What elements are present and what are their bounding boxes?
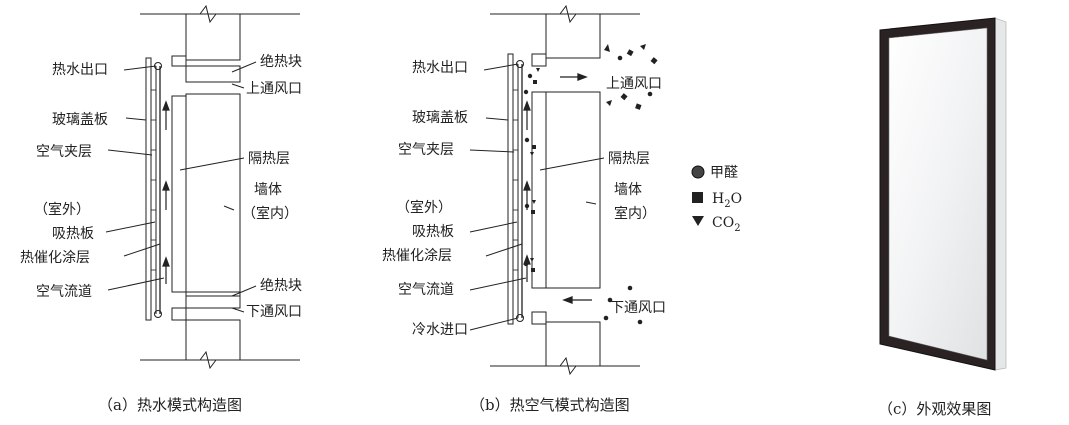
panel-b-insulation-layer [531, 91, 547, 289]
co2-symbol [692, 216, 704, 226]
panel-b-label-insulation-layer: 隔热层 [608, 151, 650, 167]
panel-b-label-cold-water-inlet: 冷水进口 [412, 322, 468, 338]
panel-b-caption: （b）热空气模式构造图 [470, 396, 630, 414]
panel-a-insulation-block-bottom [185, 291, 241, 309]
panel-b-label-upper-vent: 上通风口 [606, 76, 662, 92]
panel-a-label-indoor: （室内） [242, 205, 298, 222]
panel-a-label-catalytic-coating: 热催化涂层 [20, 250, 90, 266]
panel-a-label-insulation-block-bottom: 绝热块 [260, 278, 302, 294]
panel-a-label-hot-water-outlet: 热水出口 [52, 62, 108, 78]
panel-a-label-outdoor: （室外） [34, 201, 90, 218]
panel-a-label-wall: 墙体 [254, 182, 282, 198]
panel-c-appearance: （c）外观效果图 [878, 17, 1007, 418]
legend-h2o: H2O [712, 191, 742, 210]
panel-b-label-lower-vent: 下通风口 [610, 300, 666, 316]
panel-a-diagram: 热水出口 玻璃盖板 空气夹层 （室外） 吸热板 热催化涂层 空气流道 绝热块 上… [20, 4, 302, 414]
panel-a-caption: （a）热水模式构造图 [98, 396, 242, 414]
legend-co2: CO2 [712, 215, 741, 234]
panel-b-diagram: 热水出口 玻璃盖板 空气夹层 （室外） 吸热板 热催化涂层 空气流道 冷水进口 … [382, 4, 666, 414]
panel-b-glass-cover [507, 53, 514, 325]
panel-a-label-upper-vent: 上通风口 [246, 81, 302, 97]
panel-b-wall [545, 4, 601, 376]
panel-c-glass [888, 27, 988, 361]
panel-b-label-wall: 墙体 [614, 182, 642, 198]
panel-a-label-insulation-block-top: 绝热块 [260, 54, 302, 70]
panel-a-label-air-channel: 空气流道 [36, 284, 92, 300]
panel-c-caption: （c）外观效果图 [878, 400, 991, 418]
legend-formaldehyde: 甲醛 [710, 165, 738, 181]
panel-a-label-insulation-layer: 隔热层 [248, 151, 290, 167]
panel-b-label-air-channel: 空气流道 [398, 282, 454, 298]
panel-b-label-outdoor: （室外） [396, 199, 452, 216]
panel-b-label-absorber-plate: 吸热板 [412, 224, 454, 240]
panel-a-label-air-interlayer: 空气夹层 [36, 144, 92, 160]
panel-a-wall [185, 4, 241, 370]
panel-b-label-indoor: 室内） [614, 205, 656, 222]
panel-a-label-glass-cover: 玻璃盖板 [52, 111, 108, 128]
panel-b-label-hot-water-outlet: 热水出口 [412, 60, 468, 76]
panel-b-label-glass-cover: 玻璃盖板 [412, 109, 468, 126]
h2o-symbol [692, 192, 703, 203]
panel-b-label-air-interlayer: 空气夹层 [398, 142, 454, 158]
panel-a-insulation-block-top [185, 65, 241, 83]
panel-a-insulation-layer [171, 95, 187, 293]
panel-b-label-catalytic-coating: 热催化涂层 [382, 248, 452, 264]
formaldehyde-symbol [691, 165, 705, 179]
legend: 甲醛 H2O CO2 [691, 165, 742, 234]
panel-a-label-absorber-plate: 吸热板 [52, 226, 94, 242]
panel-a-label-lower-vent: 下通风口 [246, 304, 302, 320]
panel-a-glass-cover [145, 57, 152, 321]
